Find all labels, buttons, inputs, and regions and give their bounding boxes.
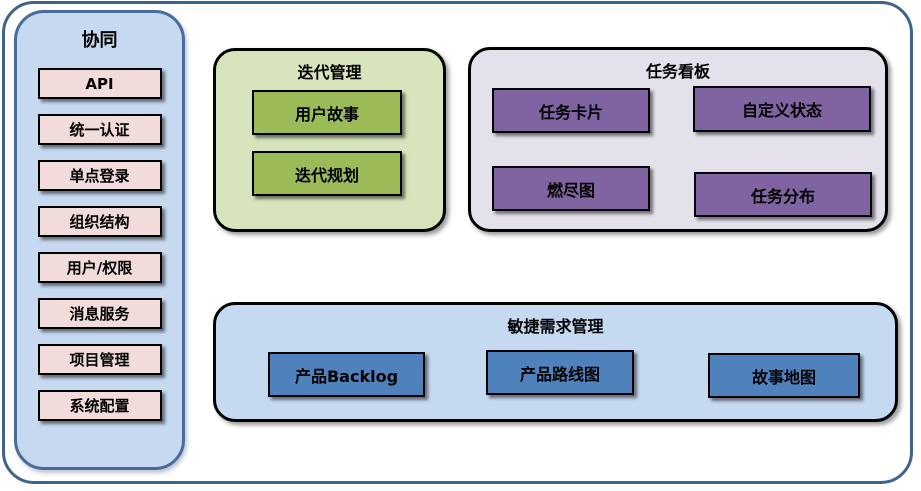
node-task-card: 任务卡片 <box>492 88 650 133</box>
group-iteration-title: 迭代管理 <box>297 63 362 82</box>
group-collaboration-title: 协同 <box>81 30 118 51</box>
group-task-board: 任务看板 任务卡片 自定义状态 燃尽图 任务分布 <box>468 47 888 232</box>
node-product-backlog: 产品Backlog <box>268 352 425 397</box>
node-org-structure: 组织结构 <box>37 206 162 237</box>
group-collaboration: 协同 API 统一认证 单点登录 组织结构 用户/权限 消息服务 项目管理 系统… <box>14 10 185 470</box>
node-user-permissions: 用户/权限 <box>37 252 162 283</box>
diagram-outer-frame <box>2 1 913 484</box>
node-api: API <box>37 68 162 99</box>
node-message-service: 消息服务 <box>37 298 162 329</box>
group-agile-requirements: 敏捷需求管理 产品Backlog 产品路线图 故事地图 <box>213 302 898 422</box>
node-task-distribution: 任务分布 <box>694 172 872 217</box>
node-iteration-planning: 迭代规划 <box>252 151 402 196</box>
group-collaboration-items: API 统一认证 单点登录 组织结构 用户/权限 消息服务 项目管理 系统配置 <box>17 68 182 421</box>
node-user-story: 用户故事 <box>252 90 402 135</box>
node-single-sign-on: 单点登录 <box>37 160 162 191</box>
node-story-map: 故事地图 <box>708 353 860 398</box>
group-agile-requirements-title: 敏捷需求管理 <box>507 317 604 336</box>
group-task-board-title: 任务看板 <box>645 62 710 81</box>
node-product-roadmap: 产品路线图 <box>486 350 634 395</box>
node-project-management: 项目管理 <box>37 344 162 375</box>
node-custom-status: 自定义状态 <box>693 86 871 132</box>
node-burndown-chart: 燃尽图 <box>492 166 650 211</box>
group-iteration-management: 迭代管理 用户故事 迭代规划 <box>213 48 446 232</box>
node-unified-auth: 统一认证 <box>37 114 162 145</box>
node-system-config: 系统配置 <box>37 390 162 421</box>
